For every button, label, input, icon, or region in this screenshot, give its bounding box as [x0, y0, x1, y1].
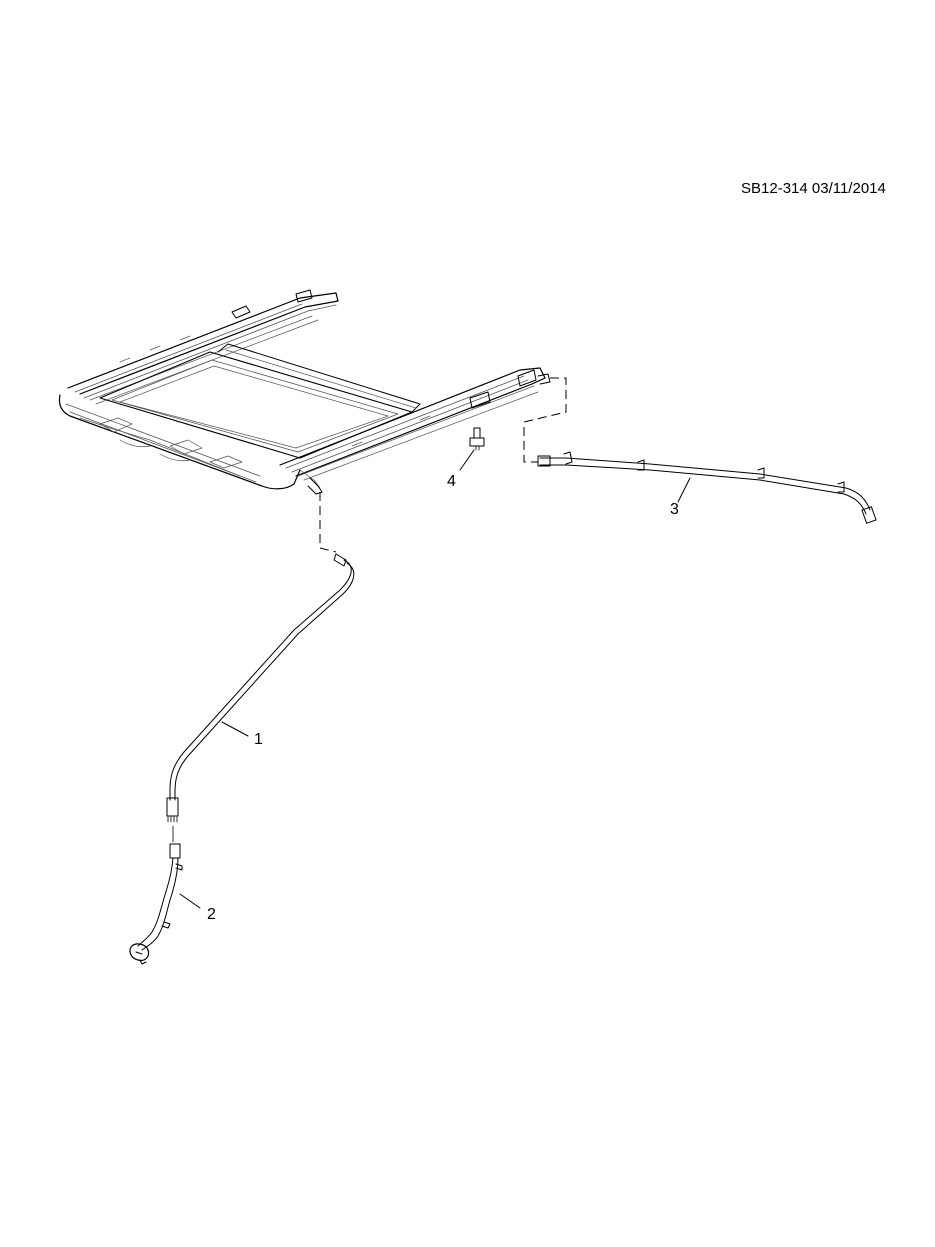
reference-code: SB12-314 03/11/2014 — [741, 180, 886, 197]
callout-2: 2 — [207, 906, 216, 923]
callout-1: 1 — [254, 731, 263, 748]
drain-extension-hose — [129, 825, 183, 965]
leader-front-drain — [319, 492, 337, 553]
front-drain-hose — [166, 553, 355, 823]
fastener-part-4 — [469, 427, 485, 451]
leader-line-4 — [459, 449, 475, 471]
sunroof-frame — [58, 289, 551, 495]
callout-3: 3 — [670, 501, 679, 518]
leader-line-3 — [677, 477, 691, 503]
leader-rear-drain — [523, 377, 567, 463]
leader-line-1 — [221, 721, 249, 737]
callout-4: 4 — [447, 473, 456, 490]
rear-drain-hose — [537, 451, 877, 524]
leader-line-2 — [179, 893, 201, 909]
